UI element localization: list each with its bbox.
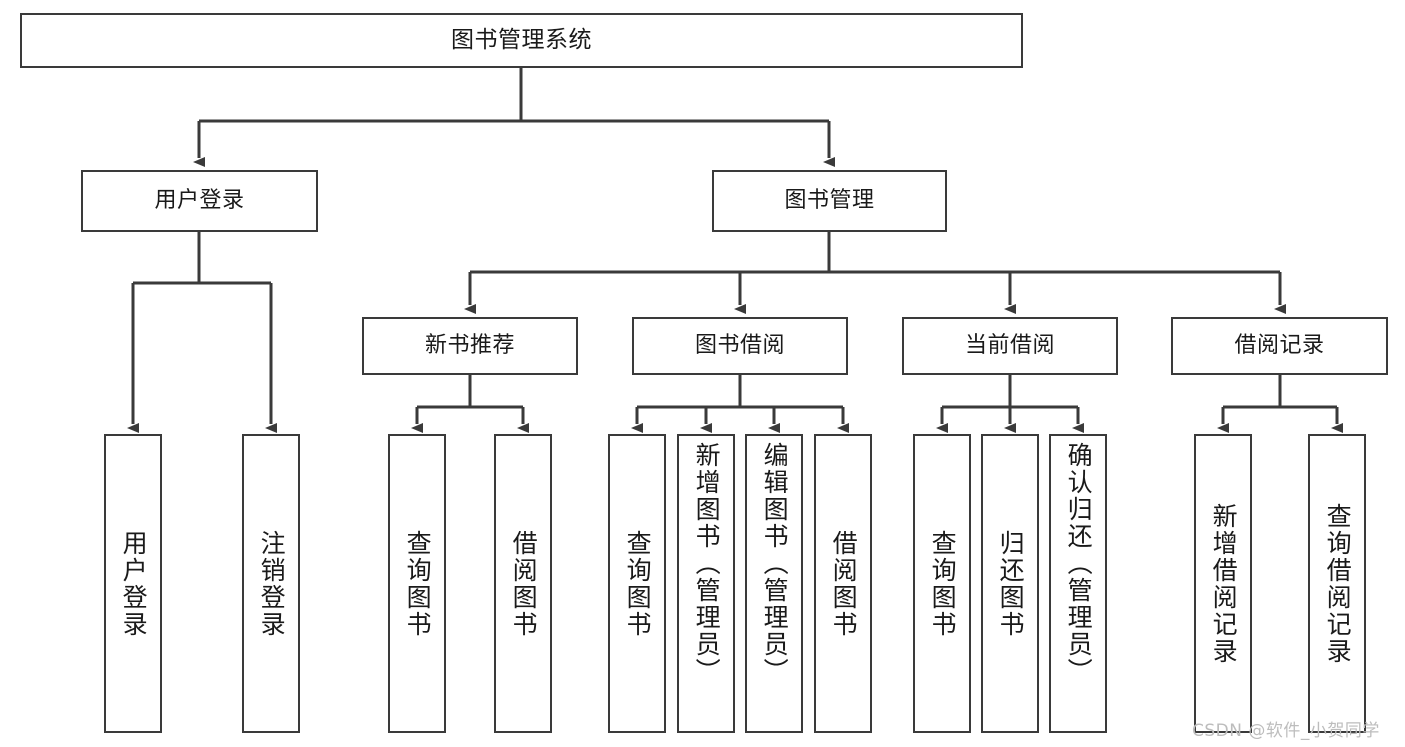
node-label: 新增借阅记录 [1209,502,1239,665]
leaf-query-book-recommend[interactable]: 查询图书 [388,434,446,733]
node-new-book-recommend[interactable]: 新书推荐 [362,317,578,375]
leaf-query-book-borrow[interactable]: 查询图书 [608,434,666,733]
node-label: 用户登录 [119,529,149,638]
node-user-login[interactable]: 用户登录 [81,170,318,232]
node-label: 用户登录 [154,188,245,214]
node-label: 新书推荐 [424,333,515,359]
node-book-management[interactable]: 图书管理 [712,170,947,232]
leaf-confirm-return-admin[interactable]: 确认归还（管理员） [1049,434,1107,733]
node-label: 归还图书 [996,529,1026,638]
node-label: 查询借阅记录 [1323,502,1353,665]
leaf-user-login[interactable]: 用户登录 [104,434,162,733]
leaf-return-book[interactable]: 归还图书 [981,434,1039,733]
node-label: 确认归还（管理员） [1064,442,1094,685]
node-label: 当前借阅 [964,333,1055,359]
leaf-borrow-book[interactable]: 借阅图书 [814,434,872,733]
node-book-borrow[interactable]: 图书借阅 [632,317,848,375]
node-label: 图书管理 [784,188,875,214]
node-label: 注销登录 [257,529,287,638]
leaf-logout-login[interactable]: 注销登录 [242,434,300,733]
node-label: 编辑图书（管理员） [760,442,790,685]
node-label: 借阅图书 [509,529,539,638]
csdn-watermark: CSDN @软件_小贺同学 [1192,721,1380,741]
node-label: 新增图书（管理员） [692,442,722,685]
leaf-edit-book-admin[interactable]: 编辑图书（管理员） [745,434,803,733]
node-label: 图书借阅 [694,333,785,359]
node-label: 借阅记录 [1234,333,1325,359]
node-label: 借阅图书 [829,529,859,638]
leaf-borrow-book-recommend[interactable]: 借阅图书 [494,434,552,733]
leaf-add-book-admin[interactable]: 新增图书（管理员） [677,434,735,733]
node-label: 查询图书 [403,529,433,638]
leaf-query-book-current[interactable]: 查询图书 [913,434,971,733]
node-label: 查询图书 [928,529,958,638]
node-borrow-record[interactable]: 借阅记录 [1171,317,1388,375]
leaf-add-borrow-record[interactable]: 新增借阅记录 [1194,434,1252,733]
leaf-query-borrow-record[interactable]: 查询借阅记录 [1308,434,1366,733]
node-root-system[interactable]: 图书管理系统 [20,13,1023,68]
node-label: 查询图书 [623,529,653,638]
node-label: 图书管理系统 [451,26,592,53]
node-current-borrow[interactable]: 当前借阅 [902,317,1118,375]
